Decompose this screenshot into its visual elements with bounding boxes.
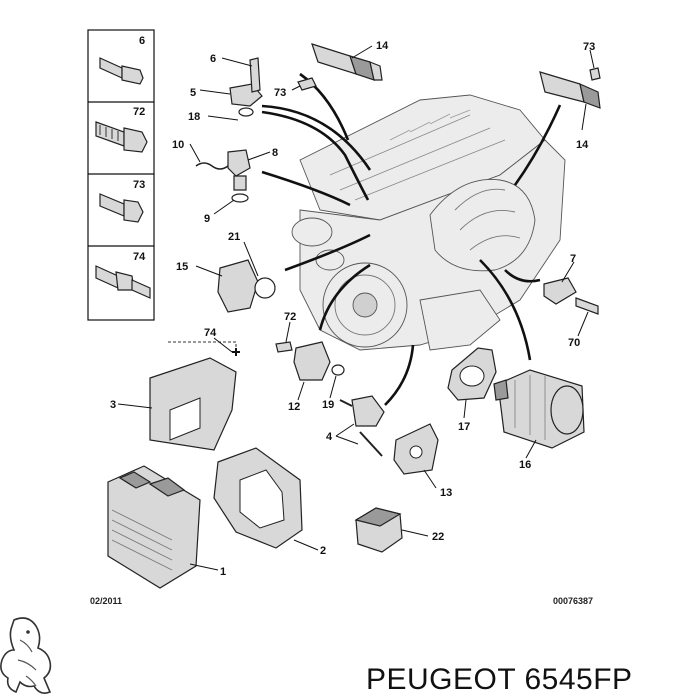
stud-74-icon	[95, 265, 151, 299]
callout-74-legend: 74	[133, 251, 146, 263]
callout-6-legend: 6	[139, 35, 145, 47]
bolt-73-icon	[99, 193, 144, 223]
callout-1: 1	[220, 566, 226, 578]
bolt-72-icon	[95, 121, 148, 153]
callout-70: 70	[568, 337, 580, 349]
callout-12: 12	[288, 401, 300, 413]
pressure-sensor-15-icon	[217, 259, 276, 313]
callout-7: 7	[570, 253, 576, 265]
callout-10: 10	[172, 139, 184, 151]
callout-18: 18	[188, 111, 200, 123]
callout-19: 19	[322, 399, 334, 411]
callout-15: 15	[176, 261, 188, 273]
callout-73-left: 73	[274, 87, 286, 99]
callout-9: 9	[204, 213, 210, 225]
callout-73-legend: 73	[133, 179, 145, 191]
actuator-4-icon	[339, 395, 385, 457]
callout-14-right: 14	[576, 139, 589, 151]
callout-72: 72	[284, 311, 296, 323]
callout-74: 74	[204, 327, 217, 339]
sensor-12-icon	[275, 341, 345, 381]
part-caption: PEUGEOT 6545FP	[366, 663, 633, 696]
sensor-7-icon	[543, 277, 599, 315]
bolt-6-icon	[99, 57, 144, 85]
callout-13: 13	[440, 487, 452, 499]
engine-assembly-illustration	[291, 94, 566, 351]
leader-lines	[117, 45, 595, 571]
callout-4: 4	[326, 431, 333, 443]
gasket-17-icon	[447, 347, 497, 401]
callout-73-right: 73	[583, 41, 595, 53]
bolt-73-left-icon	[297, 77, 317, 91]
starter-motor-16-icon	[493, 369, 585, 449]
callout-21: 21	[228, 231, 240, 243]
solenoid-valve-14-left-icon	[311, 43, 383, 81]
callout-14-left: 14	[376, 40, 389, 52]
sensor-8-icon	[195, 149, 251, 203]
bolt-73-right-icon	[589, 67, 601, 81]
ecu-1-icon	[107, 465, 201, 589]
callout-8: 8	[272, 147, 278, 159]
callouts: 6 5 18 10 8 9 21 15 14 73 73 14 7 70 72 …	[110, 40, 595, 578]
callout-72-legend: 72	[133, 106, 145, 118]
callout-22: 22	[432, 531, 444, 543]
callout-5: 5	[190, 87, 196, 99]
ecu-bracket-2-icon	[213, 447, 303, 549]
wiring-harness	[261, 72, 562, 406]
relay-22-icon	[354, 507, 403, 553]
callout-3: 3	[110, 399, 116, 411]
peugeot-lion-icon	[0, 617, 52, 694]
solenoid-valve-14-right-icon	[539, 71, 601, 109]
callout-16: 16	[519, 459, 531, 471]
callout-2: 2	[320, 545, 326, 557]
camshaft-sensor-5-icon	[229, 57, 263, 117]
bracket-13-icon	[393, 423, 439, 475]
fastener-legend: 6 72 73 74	[87, 29, 155, 321]
callout-17: 17	[458, 421, 470, 433]
diagram-date: 02/2011	[90, 596, 122, 606]
callout-6: 6	[210, 53, 216, 65]
diagram-reference-number: 00076387	[553, 596, 593, 606]
ecu-bracket-3-icon	[149, 341, 240, 451]
